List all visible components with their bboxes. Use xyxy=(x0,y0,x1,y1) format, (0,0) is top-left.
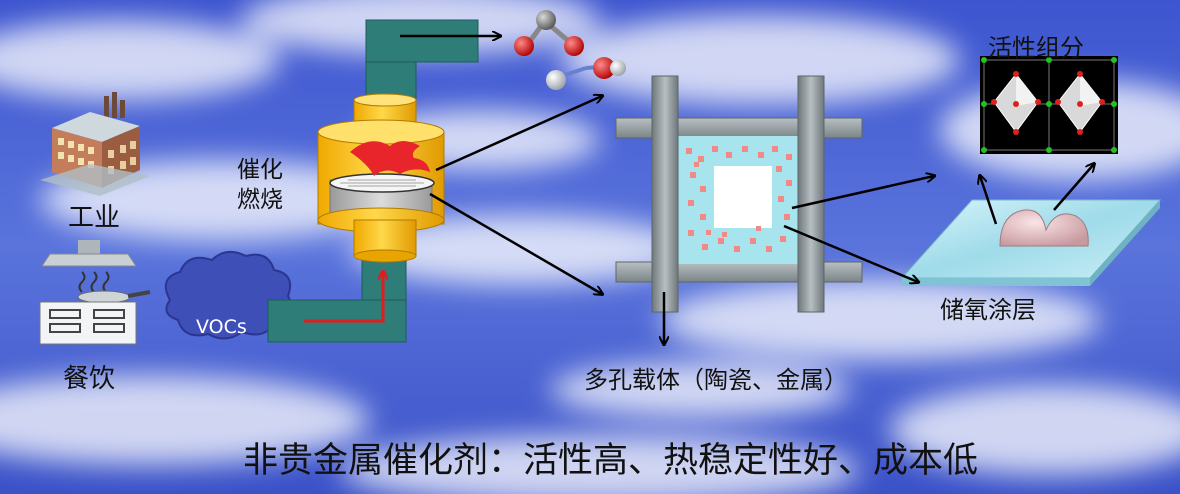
oxygen-storage-coating xyxy=(900,199,1162,286)
industry-label: 工业 xyxy=(68,203,121,233)
porous-support xyxy=(615,75,863,313)
oxygen-storage-label: 储氧涂层 xyxy=(940,296,1036,324)
catering-label: 餐饮 xyxy=(63,364,116,394)
factory-icon xyxy=(40,92,150,196)
porous-support-label: 多孔载体（陶瓷、金属） xyxy=(584,366,848,394)
summary-caption: 非贵金属催化剂：活性高、热稳定性好、成本低 xyxy=(243,441,979,481)
voc-cloud-icon xyxy=(164,250,292,340)
crystal-structure-icon xyxy=(980,56,1118,154)
active-component-label: 活性组分 xyxy=(988,34,1084,62)
kitchen-stove-icon xyxy=(39,240,151,345)
catalytic-combustion-label-line1: 催化 xyxy=(237,157,283,183)
process-arrows xyxy=(400,36,1094,344)
h2o-molecule-icon xyxy=(546,57,626,90)
flame-icon xyxy=(350,141,430,176)
gas-flow-arrow xyxy=(304,272,383,323)
catalytic-combustion-label-line2: 燃烧 xyxy=(237,187,283,213)
co2-molecule-icon xyxy=(514,10,584,56)
vocs-label: VOCs xyxy=(196,316,247,338)
